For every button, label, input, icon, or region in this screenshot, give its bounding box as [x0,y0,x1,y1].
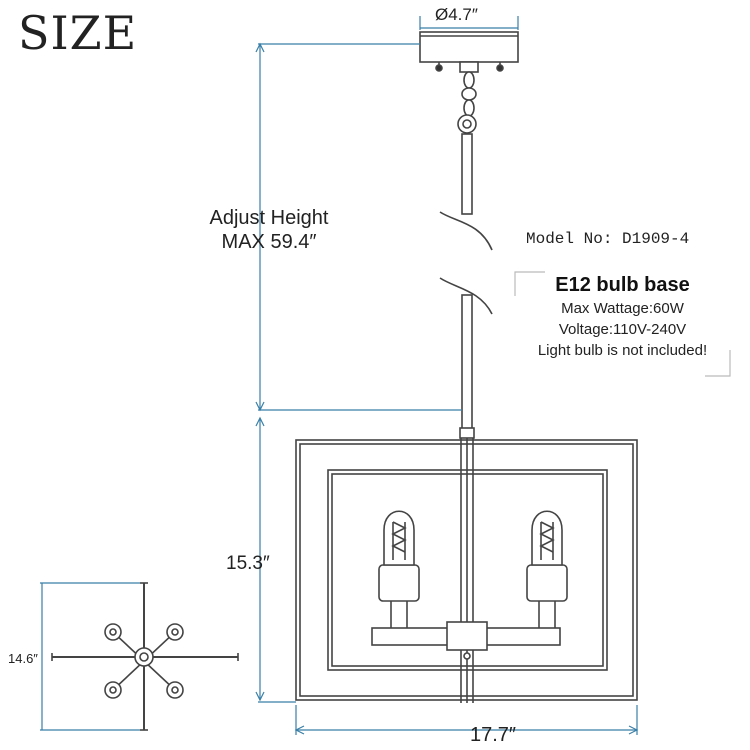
page-title: SIZE [18,6,138,60]
model-number-label: Model No: D1909-4 [526,230,690,248]
bulb-info-title: E12 bulb base [555,274,690,296]
top-view [51,582,239,731]
downrod [439,133,493,439]
bulb-info-bracket [514,271,731,377]
canopy-diameter-label: Ø4.7″ [435,5,478,24]
bulb-info-note: Light bulb is not included! [537,342,708,359]
center-column [460,438,474,703]
canopy [419,31,519,73]
adjust-height-line1: Adjust Height [209,207,329,229]
bulb-info-wattage: Max Wattage:60W [561,300,684,317]
cross-bar [371,621,561,651]
adjust-height-label: Adjust Height MAX 59.4″ [194,206,344,254]
top-view-size-label: 14.6″ [8,651,38,666]
right-bulb [526,510,568,628]
chain [457,71,477,134]
bulb-info-voltage: Voltage:110V-240V [558,321,687,338]
left-bulb [378,510,420,628]
dimension-lines [40,16,639,735]
body-width-label: 17.7″ [470,724,517,746]
body-height-label: 15.3″ [226,553,270,574]
bulb-info-box: E12 bulb base Max Wattage:60W Voltage:11… [515,272,730,376]
adjust-height-line2: MAX 59.4″ [221,231,317,253]
